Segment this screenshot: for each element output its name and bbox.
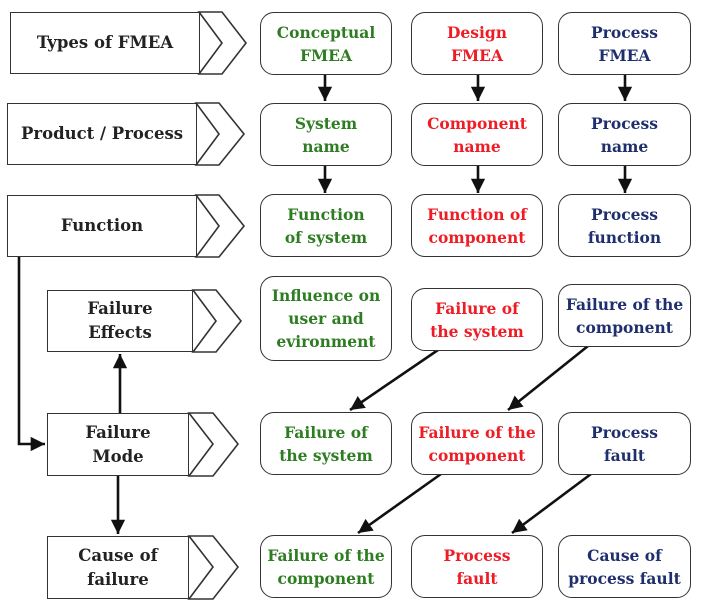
arrow-function-to-mode (17, 257, 45, 452)
cell-design-cause: Process fault (411, 535, 543, 598)
cell-conceptual-effects: Influence on user and evironment (260, 276, 392, 361)
cell-design-mode: Failure of the component (411, 412, 543, 475)
cell-design-name: Component name (411, 103, 543, 166)
cell-process-effects: Failure of the component (558, 284, 691, 347)
chevron-icon (194, 102, 246, 166)
stage-label: Failure Effects (87, 299, 153, 342)
stage-label: Product / Process (20, 124, 184, 143)
stage-function: Function (7, 195, 197, 257)
chevron-icon (191, 289, 243, 353)
stage-failure-mode: Failure Mode (47, 413, 189, 476)
cell-conceptual-type: Conceptual FMEA (260, 12, 392, 75)
stage-cause-of-failure: Cause of failure (47, 536, 189, 599)
cell-conceptual-cause: Failure of the component (260, 535, 392, 598)
cell-process-mode: Process fault (558, 412, 691, 475)
chevron-icon (194, 194, 246, 258)
cell-conceptual-name: System name (260, 103, 392, 166)
arrow-diag-4 (511, 472, 592, 535)
chevron-icon (187, 412, 240, 477)
arrow-diag-3 (357, 472, 442, 535)
stage-product-process: Product / Process (7, 103, 197, 165)
cell-design-effects: Failure of the system (411, 288, 543, 351)
stage-types-of-fmea: Types of FMEA (10, 12, 200, 74)
stage-label: Failure Mode (85, 422, 151, 466)
cell-process-name: Process name (558, 103, 691, 166)
cell-process-function: Process function (558, 194, 691, 257)
arrow-diag-2 (507, 344, 589, 412)
cell-conceptual-mode: Failure of the system (260, 412, 392, 475)
cell-design-function: Function of component (411, 194, 543, 257)
chevron-icon (187, 535, 240, 600)
chevron-icon (197, 11, 248, 75)
stage-label: Function (60, 216, 144, 235)
stage-label: Cause of failure (78, 545, 158, 589)
cell-conceptual-function: Function of system (260, 194, 392, 257)
cell-process-cause: Cause of process fault (558, 535, 691, 598)
stage-label: Types of FMEA (36, 33, 174, 52)
cell-design-type: Design FMEA (411, 12, 543, 75)
arrow-diag-1 (349, 348, 439, 412)
stage-failure-effects: Failure Effects (47, 290, 193, 352)
cell-process-type: Process FMEA (558, 12, 691, 75)
